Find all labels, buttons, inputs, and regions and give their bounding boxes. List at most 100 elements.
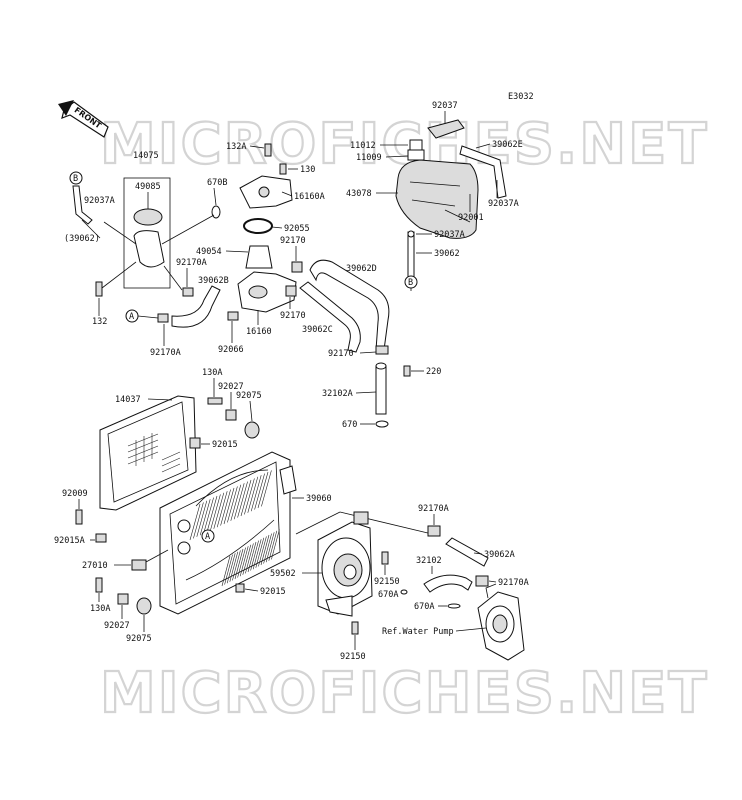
part-label-130a-1: 130A	[202, 368, 222, 378]
radiator-fin	[268, 530, 278, 561]
clamp-92170-2	[285, 285, 297, 297]
bolt-132a	[264, 143, 272, 157]
part-label-92037a-right-1: 92037A	[488, 199, 519, 209]
hose-39062c	[299, 281, 361, 353]
radiator-fin	[247, 476, 259, 513]
pipe-32102a	[375, 365, 387, 415]
radiator-fin	[232, 550, 241, 581]
part-label-39060: 39060	[306, 494, 332, 504]
hose-39062a	[445, 537, 489, 567]
marker-a-bottom-label: A	[205, 532, 210, 542]
screw-92009	[75, 509, 83, 525]
radiator-fin	[252, 539, 262, 570]
part-label-92075-2: 92075	[126, 634, 152, 644]
part-label-49085: 49085	[135, 182, 161, 192]
bracket-14075	[123, 177, 171, 289]
part-label-32102a: 32102A	[322, 389, 353, 399]
part-label-92170-2: 92170	[280, 311, 306, 321]
radiator-fin	[271, 529, 280, 560]
radiator-fin	[234, 548, 244, 580]
filler-neck	[133, 230, 165, 268]
radiator-fin	[227, 486, 238, 523]
radiator-fin	[258, 536, 267, 567]
pipe-32102	[423, 574, 473, 593]
part-label-92075-1: 92075	[236, 391, 262, 401]
o-ring-670	[375, 420, 389, 428]
collar-92027-1	[225, 409, 237, 421]
bolt-92150-1	[381, 551, 389, 565]
hose-39062b	[171, 285, 221, 328]
part-label-11012: 11012	[350, 141, 376, 151]
radiator-39060	[159, 451, 297, 615]
marker-b-right	[404, 275, 418, 289]
part-label-32102: 32102	[416, 556, 442, 566]
radiator-fin	[203, 497, 214, 534]
bolt-92150-2	[351, 621, 359, 635]
radiator-fin	[247, 541, 257, 573]
part-label-92170-1: 92170	[280, 236, 306, 246]
bolt-130a-1	[207, 397, 223, 405]
part-label-92027-2: 92027	[104, 621, 130, 631]
part-label-59502: 59502	[270, 569, 296, 579]
clip-92015-1	[189, 437, 201, 449]
clamp-92170-3	[375, 345, 389, 355]
part-label-11009: 11009	[356, 153, 382, 163]
bolt-132	[95, 281, 103, 297]
part-label-92037a-left: 92037A	[84, 196, 115, 206]
radiator-fin	[239, 546, 249, 577]
o-ring-92055	[243, 218, 273, 234]
radiator-fin	[193, 502, 204, 539]
watermark-bottom: MICROFICHES.NET	[100, 661, 709, 726]
part-label-92170-3: 92170	[328, 349, 354, 359]
part-label-92170a-2: 92170A	[150, 348, 181, 358]
marker-a-bottom	[201, 529, 215, 543]
radiator-fin	[242, 544, 252, 575]
radiator-fin	[213, 492, 225, 529]
radiator-fin	[223, 487, 235, 525]
part-label-92150-2: 92150	[340, 652, 366, 662]
radiator-fin	[257, 471, 269, 509]
part-label-39062c: 39062C	[302, 325, 333, 335]
reservoir-tank	[395, 119, 479, 239]
radiator-fin	[196, 500, 208, 537]
radiator-fin	[224, 554, 233, 585]
radiator-fin	[244, 478, 255, 515]
part-label-670b: 670B	[207, 178, 227, 188]
radiator-fin	[263, 533, 272, 564]
radiator-fin	[265, 532, 275, 563]
hose-39062e	[459, 145, 507, 199]
part-label-14037: 14037	[115, 395, 141, 405]
part-label-92170a-1: 92170A	[176, 258, 207, 268]
clamp-92170a-1	[182, 287, 194, 297]
part-label-16160a: 16160A	[294, 192, 325, 202]
part-label-92037a-right-2: 92037A	[434, 230, 465, 240]
part-label-670a-2: 670A	[414, 602, 434, 612]
radiator-fin	[255, 537, 265, 568]
hose-39062-left	[72, 185, 93, 225]
radiator-fin	[240, 479, 252, 517]
marker-b-right-label: B	[408, 278, 413, 288]
radiator-fin	[260, 534, 270, 566]
part-label-92170a-3: 92170A	[418, 504, 449, 514]
grommet-92075-1	[244, 421, 260, 439]
grommet-92075-2	[136, 597, 152, 615]
part-label-39062a: 39062A	[484, 550, 515, 560]
radiator-fin	[245, 543, 254, 574]
bolt-130	[279, 163, 287, 175]
part-label-92009: 92009	[62, 489, 88, 499]
o-ring-670a-2	[447, 603, 461, 609]
radiator-fin	[210, 494, 221, 531]
sensor-92066	[227, 311, 239, 321]
radiator-cap	[133, 208, 163, 226]
part-label-92170a-4: 92170A	[498, 578, 529, 588]
radiator-fin	[250, 475, 262, 512]
radiator-fin	[237, 547, 246, 578]
shroud-grille	[127, 433, 181, 473]
part-label-39062-paren: (39062)	[64, 234, 100, 244]
clamp-92170a-3	[427, 525, 441, 537]
o-ring-670a-1	[400, 589, 408, 595]
part-label-27010: 27010	[82, 561, 108, 571]
part-label-670: 670	[342, 420, 357, 430]
marker-b-left-label: B	[73, 174, 78, 184]
fan-switch-27010	[131, 559, 147, 571]
